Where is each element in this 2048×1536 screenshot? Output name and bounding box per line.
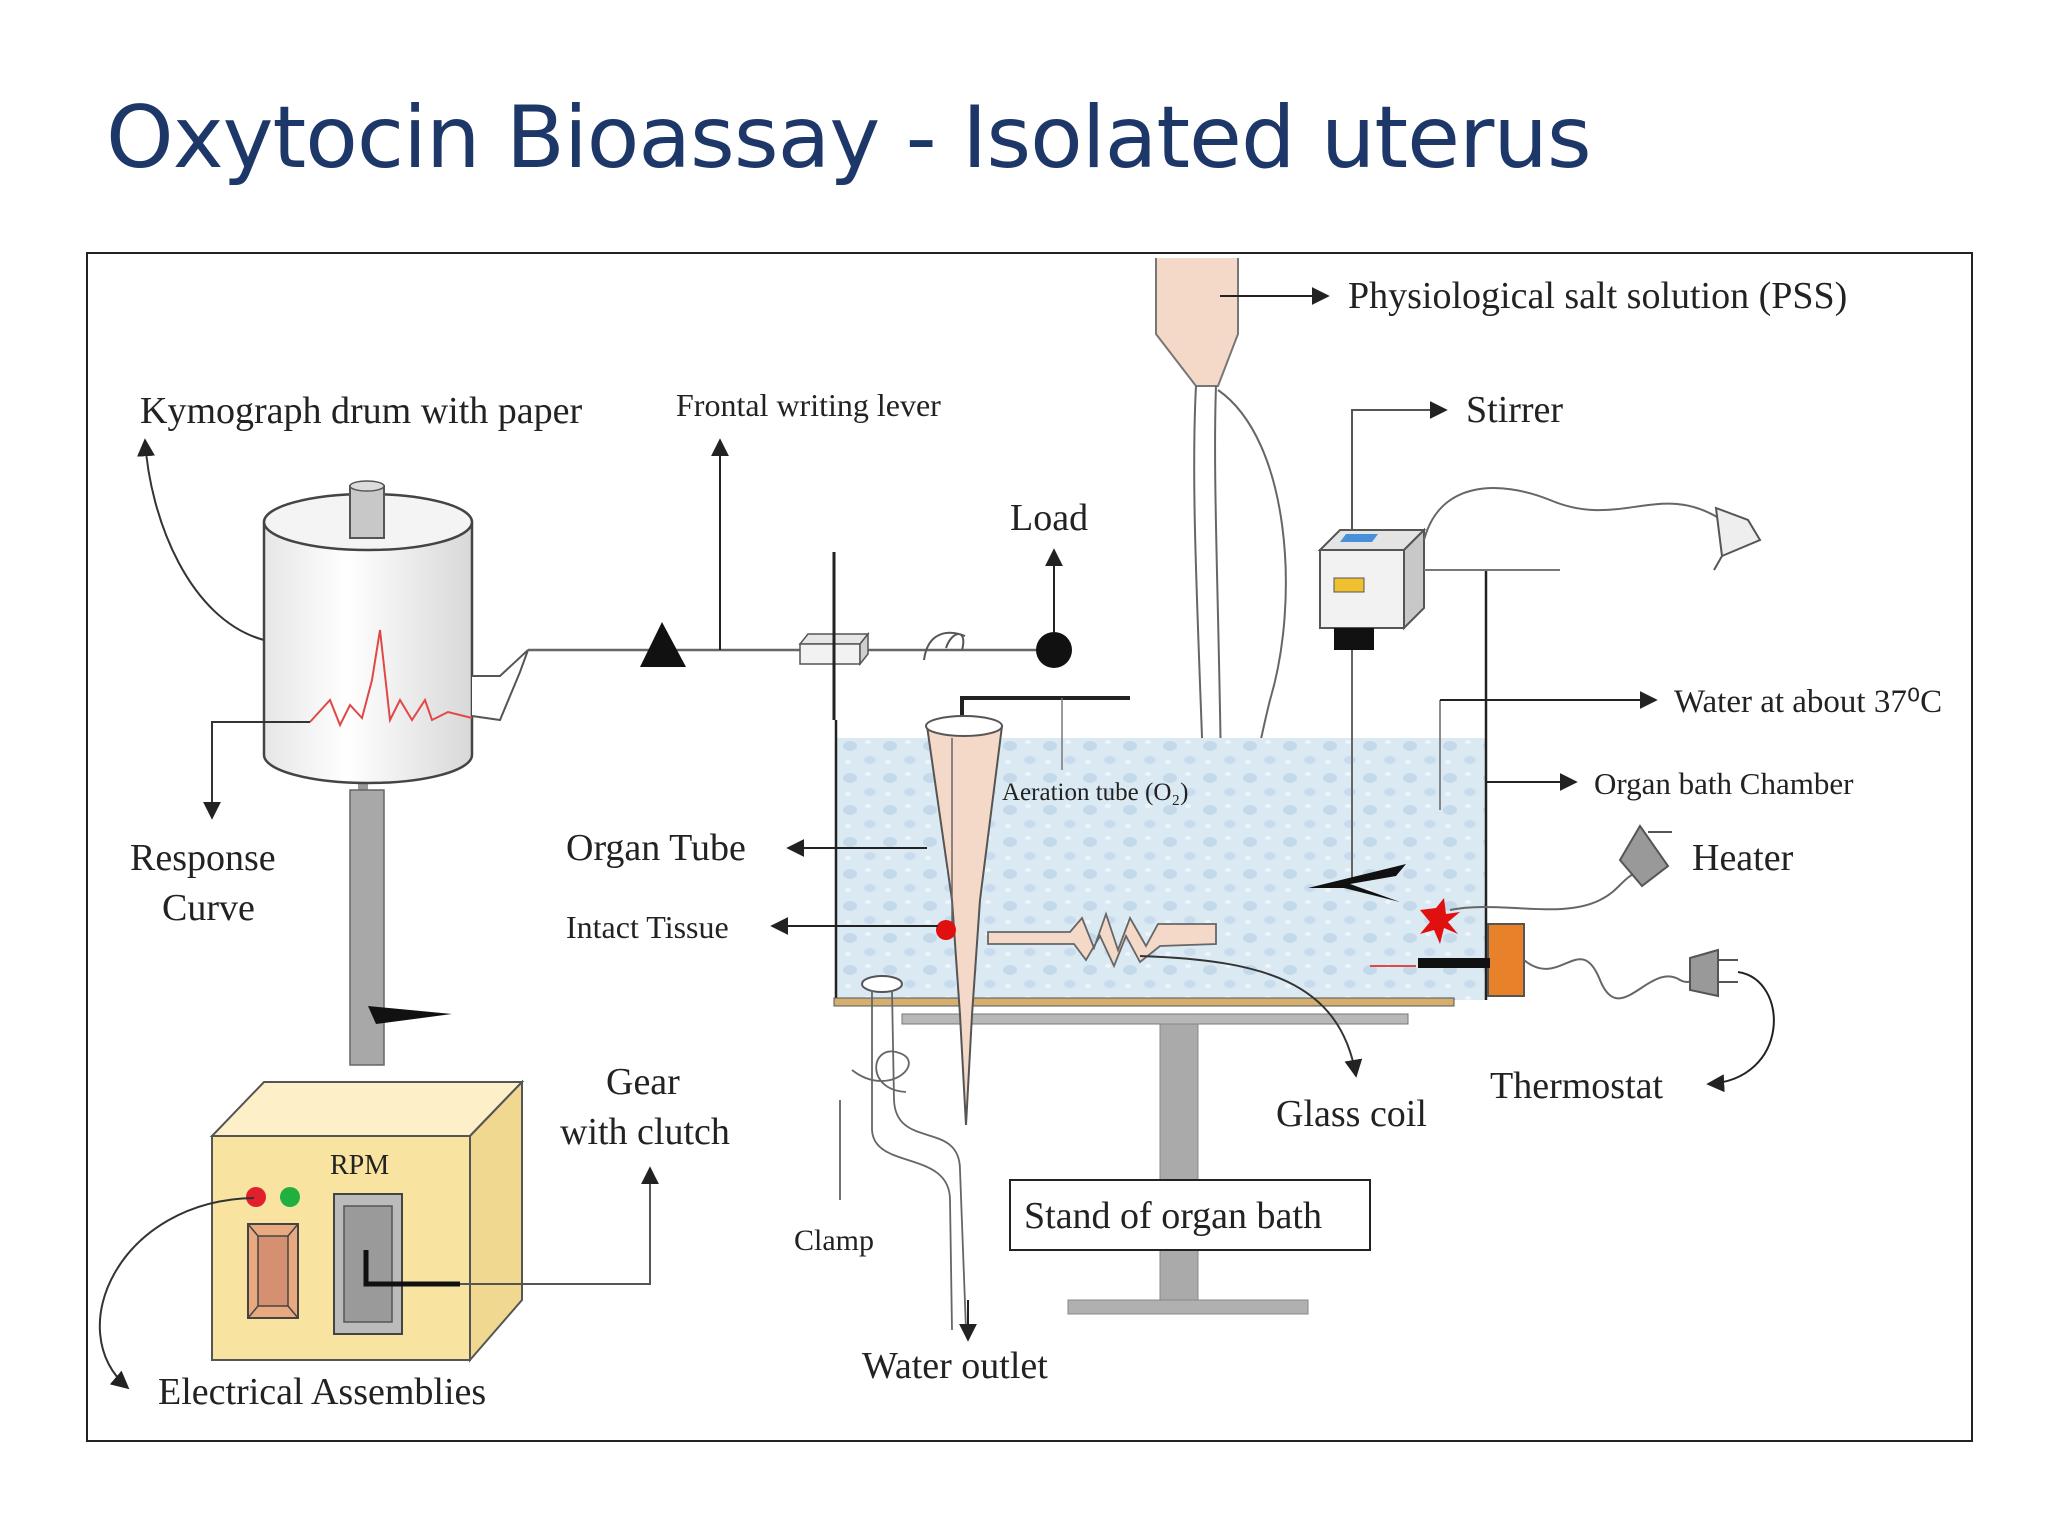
label-aeration-tube: Aeration tube (O₂) (1002, 779, 1188, 806)
label-glass-coil: Glass coil (1276, 1093, 1427, 1135)
intact-tissue-dot (936, 920, 956, 940)
pointer-flag (368, 1006, 452, 1024)
clamp-icon (851, 1050, 910, 1093)
label-kymograph: Kymograph drum with paper (140, 390, 583, 432)
label-stirrer: Stirrer (1466, 389, 1563, 431)
label-gear-1: Gear (606, 1061, 680, 1103)
label-heater: Heater (1692, 837, 1794, 879)
thread-hook (923, 631, 966, 661)
lever-block (798, 631, 870, 667)
label-rpm: RPM (330, 1150, 389, 1181)
label-response-2: Curve (162, 887, 255, 929)
kymograph-drum (262, 480, 474, 1066)
pss-reservoir (1155, 258, 1239, 387)
label-load: Load (1010, 497, 1088, 539)
heater-plug (1618, 824, 1672, 888)
label-stand: Stand of organ bath (1024, 1195, 1322, 1237)
label-water-outlet: Water outlet (862, 1345, 1048, 1387)
label-intact-tissue: Intact Tissue (566, 909, 729, 945)
label-frontal-lever: Frontal writing lever (676, 387, 941, 423)
load-weight (1036, 632, 1072, 668)
stirrer-blade (1308, 864, 1406, 902)
fulcrum (640, 622, 686, 667)
organ-tube (925, 715, 1004, 1126)
green-led (280, 1187, 300, 1207)
slide-title: Oxytocin Bioassay - Isolated uterus (106, 88, 1592, 188)
organ-bath-stand (1067, 1023, 1309, 1315)
glass-coil (987, 911, 1217, 969)
electrical-box (209, 1079, 525, 1363)
label-pss: Physiological salt solution (PSS) (1348, 275, 1847, 317)
label-water-temp: Water at about 37⁰C (1674, 684, 1942, 720)
stirrer-plug (1713, 506, 1762, 571)
label-electrical: Electrical Assemblies (158, 1371, 486, 1413)
diagram-frame (86, 252, 1973, 1442)
label-organ-tube: Organ Tube (566, 827, 746, 869)
red-led (246, 1187, 266, 1207)
label-clamp: Clamp (794, 1224, 874, 1257)
label-response-1: Response (130, 837, 276, 879)
label-organ-bath: Organ bath Chamber (1594, 766, 1854, 801)
label-thermostat: Thermostat (1490, 1065, 1664, 1107)
stirrer-motor (1317, 527, 1427, 880)
heater-spark (1420, 898, 1460, 944)
label-gear-2: with clutch (560, 1111, 730, 1153)
thermostat-plug (1689, 948, 1738, 998)
stand-label-box (1009, 1179, 1371, 1251)
response-curve-trace (309, 629, 473, 728)
power-switch (247, 1223, 299, 1319)
